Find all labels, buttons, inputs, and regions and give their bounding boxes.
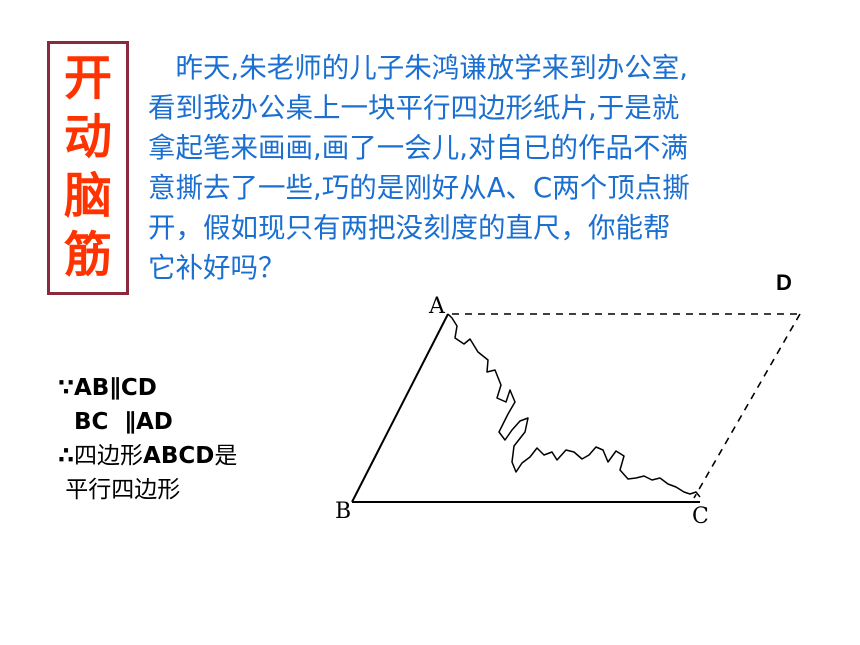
title-char-2: 动 — [63, 109, 112, 165]
therefore-symbol: ∴ — [58, 443, 75, 469]
torn-edge — [447, 313, 701, 498]
proof-line-1: ∵AB∥CD — [58, 375, 157, 401]
story-line: 昨天,朱老师的儿子朱鸿谦放学来到办公室, — [148, 52, 688, 84]
proof-text-end: 是 — [214, 443, 238, 469]
label-d: D — [776, 270, 792, 295]
proof-line-4: 平行四边形 — [58, 477, 181, 503]
title-char-3: 脑 — [63, 168, 112, 224]
edge-cd-dashed — [693, 313, 801, 499]
story-line: 它补好吗？ — [148, 252, 286, 284]
title-box: 开 动 脑 筋 — [47, 41, 129, 295]
edge-ab — [351, 313, 449, 503]
label-c: C — [692, 504, 709, 529]
story-line: 意撕去了一些,巧的是刚好从A、C两个顶点撕 — [148, 172, 690, 204]
proof-shape-name: ABCD — [143, 443, 215, 469]
story-paragraph: 昨天,朱老师的儿子朱鸿谦放学来到办公室, 看到我办公桌上一块平行四边形纸片,于是… — [148, 48, 828, 288]
proof-block: ∵AB∥CD BC ∥AD ∴四边形ABCD是 平行四边形 — [58, 371, 318, 507]
title-char-4: 筋 — [63, 227, 112, 283]
story-line: 开，假如现只有两把没刻度的直尺，你能帮 — [148, 212, 671, 244]
proof-line-2: BC ∥AD — [58, 409, 173, 435]
story-line: 拿起笔来画画,画了一会儿,对自已的作品不满 — [148, 132, 688, 164]
story-line: 看到我办公桌上一块平行四边形纸片,于是就 — [148, 92, 680, 124]
proof-line-3: ∴四边形ABCD是 — [58, 439, 318, 473]
label-b: B — [335, 499, 351, 524]
label-a: A — [428, 294, 446, 319]
proof-text: 四边形 — [74, 443, 144, 469]
title-char-1: 开 — [63, 50, 112, 106]
